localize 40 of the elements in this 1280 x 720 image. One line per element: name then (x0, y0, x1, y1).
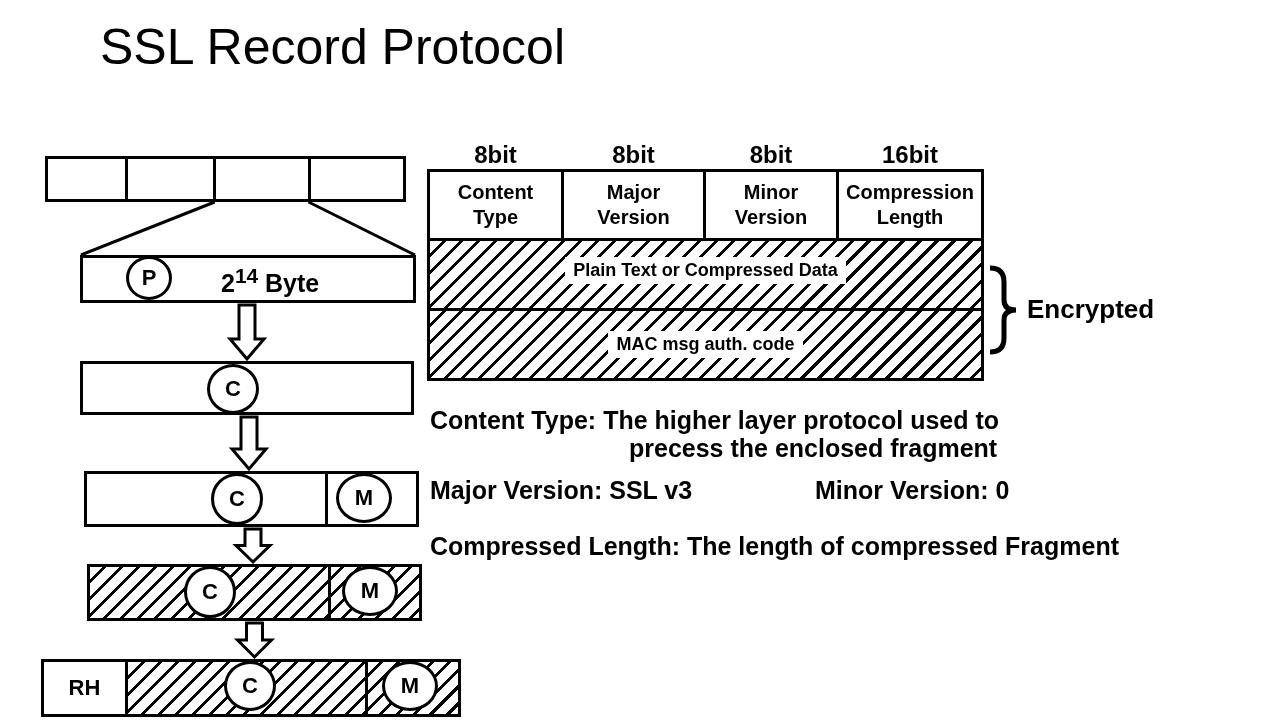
description-text: Major Version: SSL v3 (430, 476, 693, 505)
description-text: Content Type: The higher layer protocol used to precess the enclosed fragment (430, 406, 1001, 462)
compressed-box (80, 361, 414, 415)
encrypted-box (87, 564, 422, 621)
bit-width-label: 8bit (611, 141, 656, 169)
title: SSL Record Protocol (100, 18, 566, 76)
compressed-mac-box (84, 471, 419, 527)
description-text: Compressed Length: The length of compressed Fragment (430, 532, 1119, 561)
circle-label: C (224, 661, 276, 711)
size-label: 2$^{14}$ Byte (221, 264, 320, 299)
bracket-label: Encrypted (1027, 294, 1155, 325)
block-arrow (232, 527, 274, 565)
field-label: Compression Length (845, 180, 975, 230)
block-arrow (226, 303, 268, 362)
field-label: MAC msg auth. code (608, 331, 803, 358)
field-label: Plain Text or Compressed Data (565, 257, 846, 284)
circle-label: M (382, 661, 438, 711)
record-format-table (427, 169, 984, 381)
circle-label: C (211, 473, 263, 525)
bit-width-label: 8bit (748, 141, 794, 169)
circle-label: M (336, 473, 392, 523)
header-label: RH (44, 662, 125, 714)
circle-label: C (207, 364, 259, 414)
circle-label: C (184, 566, 236, 618)
block-arrow (233, 621, 276, 660)
bit-width-label: 16bit (881, 141, 939, 169)
circle-label: P (126, 256, 172, 300)
description-text: Minor Version: 0 (815, 476, 1010, 505)
record-box (41, 659, 461, 717)
bit-width-label: 8bit (473, 141, 518, 169)
field-label: Major Version (596, 180, 671, 230)
fan-lines (79, 200, 417, 257)
plaintext-box (80, 255, 416, 303)
block-arrow (228, 415, 270, 472)
data-cell (427, 238, 984, 311)
circle-label: M (342, 566, 398, 616)
field-label: Content Type (456, 180, 535, 230)
segmented-bar (45, 156, 406, 202)
field-label: Minor Version (733, 180, 809, 230)
data-cell (427, 308, 984, 381)
